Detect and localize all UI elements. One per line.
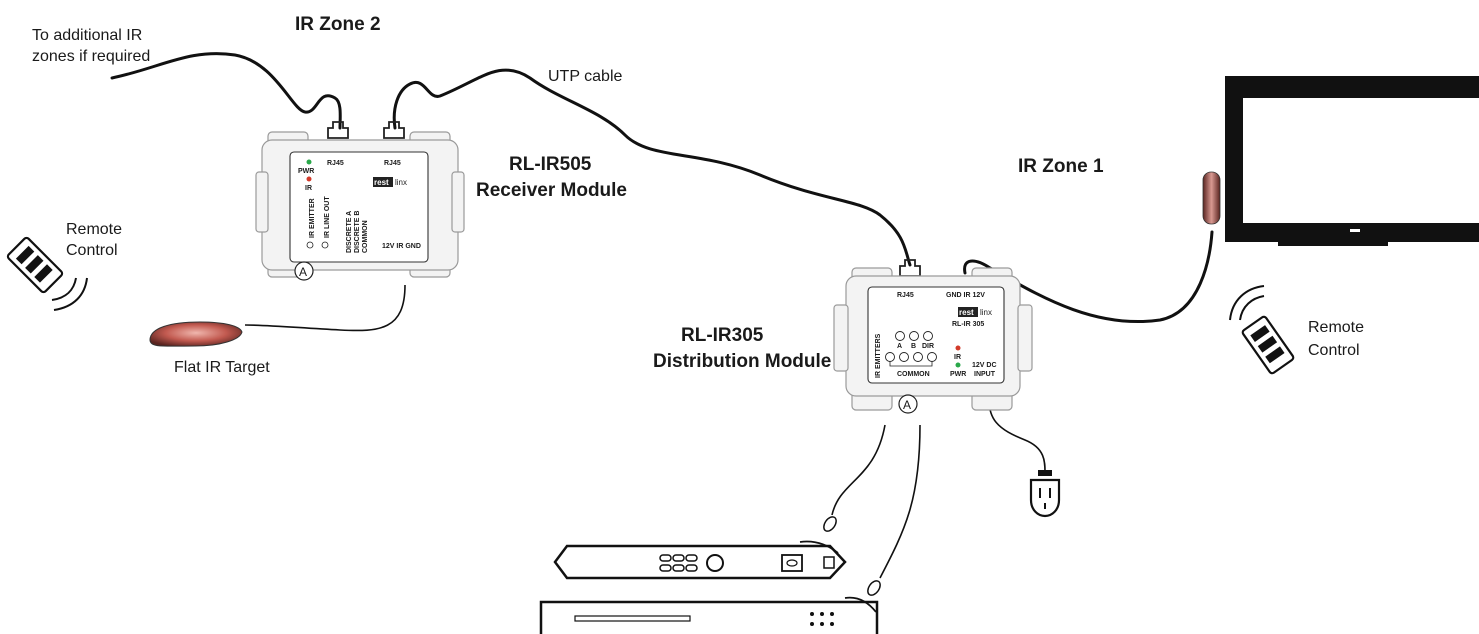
distribution-pwr-label: PWR: [950, 371, 966, 378]
receiver-brand-a: rest: [374, 178, 389, 187]
distribution-rj45: RJ45: [897, 292, 914, 299]
receiver-pwr-label: PWR: [298, 168, 314, 175]
receiver-model-label: RL-IR505: [509, 154, 592, 175]
distribution-terminals: GND IR 12V: [946, 292, 985, 299]
dvd-player-icon: [553, 540, 847, 580]
flat-ir-target-label: Flat IR Target: [174, 359, 270, 376]
ir-emitter-icon: [823, 516, 837, 532]
tv-icon: [1225, 76, 1479, 246]
utp-cable-label: UTP cable: [548, 68, 623, 85]
remote-right-label-line2: Control: [1308, 342, 1360, 359]
flat-ir-target: Flat IR Target: [149, 321, 270, 376]
distribution-model-label: RL-IR305: [681, 325, 764, 346]
remote-left-label-line2: Control: [66, 242, 118, 259]
distribution-ir-led: [955, 345, 961, 351]
remote-control-icon: [6, 236, 64, 294]
receiver-discrete-a-label: DISCRETE A: [346, 211, 353, 253]
remote-control-icon: [1241, 315, 1295, 375]
receiver-power-terminals: 12V IR GND: [382, 243, 421, 250]
distribution-marker: [898, 394, 918, 414]
ir-emitter-icon: [1202, 171, 1221, 225]
receiver-marker-label: A: [299, 265, 307, 279]
remote-left-label-line1: Remote: [66, 221, 122, 238]
zone2-label: IR Zone 2: [295, 14, 381, 35]
distribution-brand-b: linx: [980, 308, 992, 317]
additional-zones-label-line2: zones if required: [32, 48, 150, 65]
rj45-jack-icon: [899, 259, 921, 277]
distribution-brand-logo: [958, 307, 978, 317]
remote-control-right: Remote Control: [1229, 285, 1364, 375]
ir-emitter-icon: [867, 580, 881, 596]
receiver-pwr-led: [306, 159, 312, 165]
distribution-b-label: B: [911, 343, 916, 350]
receiver-rj45-right: RJ45: [384, 160, 401, 167]
distribution-a-label: A: [897, 343, 902, 350]
utp-cable: [392, 68, 912, 267]
distribution-ir-label: IR: [954, 354, 961, 361]
av-receiver-icon: [539, 596, 879, 634]
distribution-module: RJ45 GND IR 12V rest linx RL-IR 305 IR E…: [833, 259, 1033, 414]
receiver-discrete-b-label: DISCRETE B: [354, 211, 361, 253]
receiver-rj45-left: RJ45: [327, 160, 344, 167]
receiver-ir-label: IR: [305, 185, 312, 192]
emitter-cable-1: [831, 424, 886, 516]
distribution-model: RL-IR 305: [952, 321, 984, 328]
power-cable: [988, 389, 1046, 473]
receiver-brand-b: linx: [395, 178, 407, 187]
distribution-pwr-led: [955, 362, 961, 368]
receiver-common-label: COMMON: [362, 220, 369, 253]
distribution-marker-label: A: [903, 398, 911, 412]
distribution-ir-emitters-label: IR EMITTERS: [875, 333, 882, 378]
distribution-dc-line2: INPUT: [974, 371, 996, 378]
remote-right-label-line1: Remote: [1308, 319, 1364, 336]
distribution-brand-a: rest: [959, 308, 974, 317]
ir-signal-icon: [1229, 285, 1265, 321]
rj45-jack-icon: [383, 121, 405, 139]
additional-zones-cable: [110, 52, 342, 130]
power-plug-icon: [1029, 470, 1061, 518]
distribution-dir-label: DIR: [922, 343, 934, 350]
receiver-module: RJ45 RJ45 PWR IR rest linx IR EMITTER IR…: [255, 121, 465, 281]
distribution-dc-line1: 12V DC: [972, 362, 997, 369]
tv-target-cable: [963, 230, 1214, 323]
rj45-jack-icon: [327, 121, 349, 139]
receiver-brand-logo: [373, 177, 393, 187]
remote-control-left: Remote Control: [6, 221, 122, 311]
receiver-name-label: Receiver Module: [476, 180, 627, 201]
receiver-ir-led: [306, 176, 312, 182]
distribution-name-label: Distribution Module: [653, 351, 831, 372]
receiver-marker: [294, 261, 314, 281]
emitter-cable-2: [879, 424, 921, 579]
flat-ir-target-cable: [244, 284, 406, 332]
zone1-label: IR Zone 1: [1018, 156, 1104, 177]
additional-zones-label: To additional IR: [32, 27, 142, 44]
receiver-ir-emitter-label: IR EMITTER: [309, 198, 316, 238]
receiver-ir-line-out-label: IR LINE OUT: [324, 196, 331, 238]
distribution-common-label: COMMON: [897, 371, 930, 378]
ir-signal-icon: [51, 277, 88, 311]
